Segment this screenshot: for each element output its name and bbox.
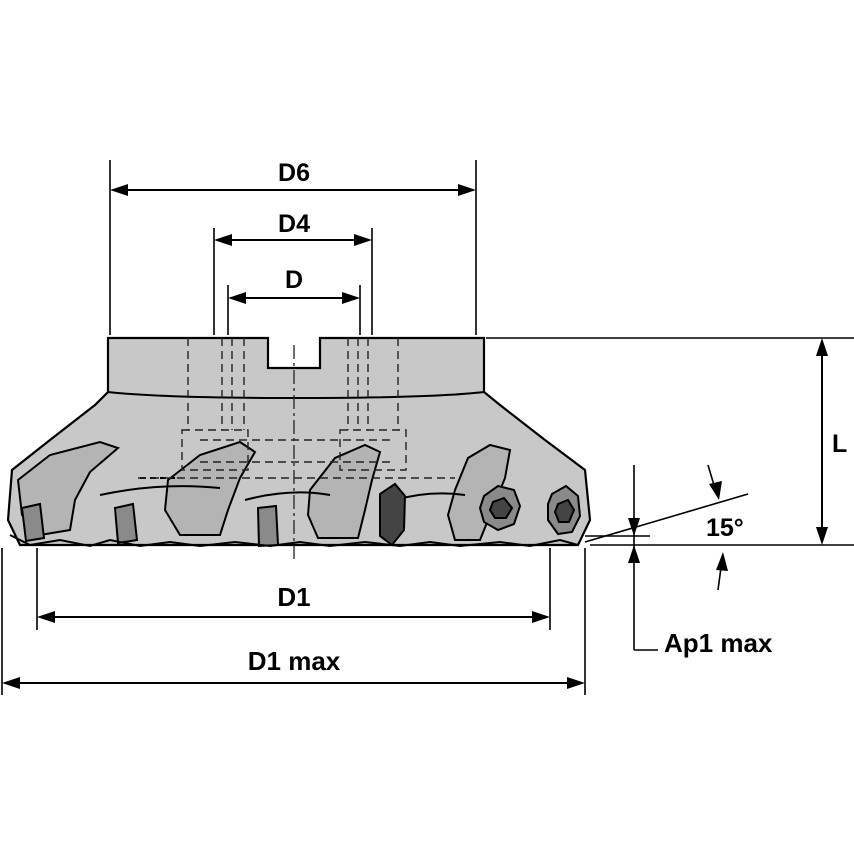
chip-pockets: [16, 440, 512, 541]
hidden-lines: [138, 338, 455, 479]
label-d4: D4: [278, 210, 310, 238]
dimension-d1-max: [1, 548, 586, 695]
label-d6: D6: [278, 159, 310, 187]
dimension-d4: [213, 228, 373, 335]
dimension-d: [227, 285, 361, 335]
label-d1: D1: [277, 582, 310, 612]
dimension-d6: [109, 160, 477, 335]
dimension-ap1-angle: [584, 464, 749, 651]
label-d1-max: D1 max: [248, 646, 341, 676]
dimension-d1: [36, 548, 551, 630]
inserts: [9, 482, 582, 548]
label-angle: 15°: [706, 514, 744, 542]
label-l: L: [832, 430, 847, 458]
label-d: D: [285, 266, 303, 294]
label-ap1-max: Ap1 max: [664, 628, 773, 658]
